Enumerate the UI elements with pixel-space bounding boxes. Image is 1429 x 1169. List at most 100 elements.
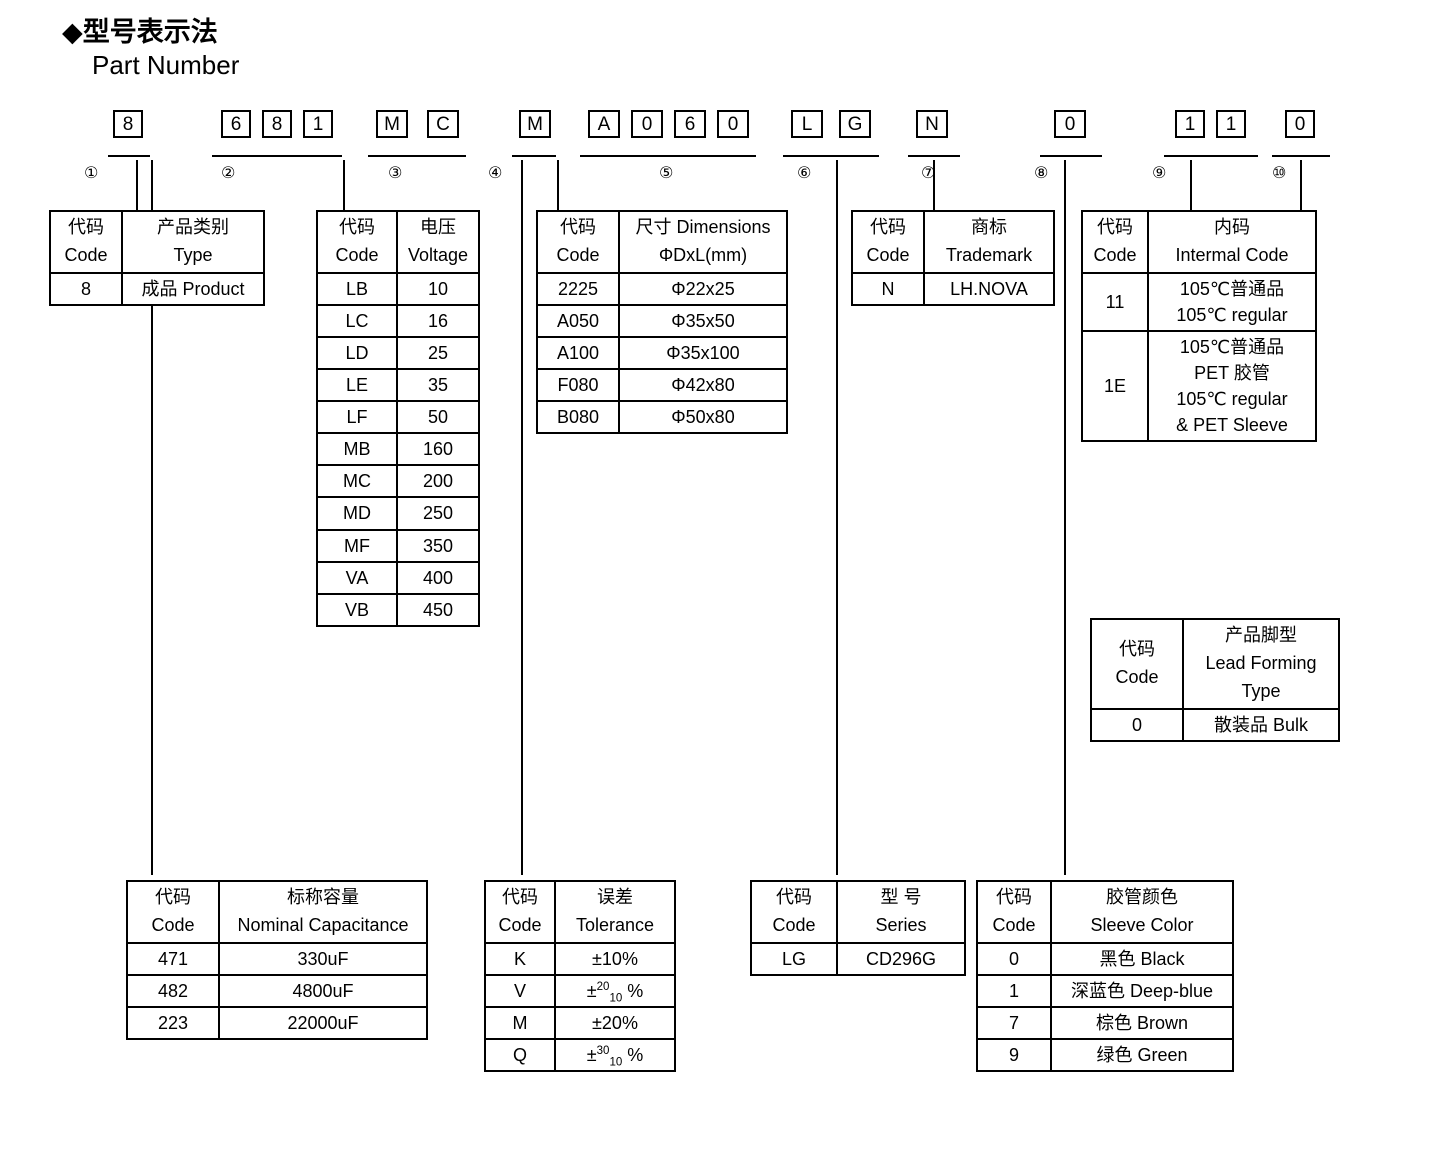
part-number-box-12[interactable]: L bbox=[791, 110, 823, 138]
index-marker-7: ⑦ bbox=[921, 165, 936, 182]
cell-code: V bbox=[484, 973, 556, 1008]
cell-value: 散装品 Bulk bbox=[1182, 707, 1340, 742]
cell-code: LE bbox=[316, 368, 398, 403]
bracket-10 bbox=[1272, 155, 1330, 157]
table-row-header: 代码 Code 电压 Voltage bbox=[316, 210, 480, 274]
header-sleeve-color: 胶管颜色 Sleeve Color bbox=[1050, 880, 1234, 944]
cell-value: 105℃普通品 105℃ regular bbox=[1147, 271, 1317, 332]
table-series: 代码 Code 型 号 Series LG CD296G bbox=[750, 880, 966, 976]
part-number-box-4[interactable]: 1 bbox=[303, 110, 333, 138]
table-trademark: 代码 Code 商标 Trademark N LH.NOVA bbox=[851, 210, 1055, 306]
cell-value: Φ35x50 bbox=[618, 303, 788, 338]
cell-code: 2225 bbox=[536, 271, 620, 306]
bracket-4 bbox=[512, 155, 556, 157]
cell-code: 8 bbox=[49, 271, 123, 306]
header-internal-code: 内码 Intermal Code bbox=[1147, 210, 1317, 274]
header-series: 型 号 Series bbox=[836, 880, 966, 944]
cell-value: LH.NOVA bbox=[923, 271, 1055, 306]
cell-value: 22000uF bbox=[218, 1005, 428, 1041]
leader-line-2 bbox=[151, 160, 153, 875]
index-marker-10: ⑩ bbox=[1272, 165, 1287, 182]
leader-line-3 bbox=[343, 160, 345, 210]
cell-value: 400 bbox=[396, 560, 480, 595]
part-number-box-17[interactable]: 1 bbox=[1216, 110, 1246, 138]
part-number-box-15[interactable]: 0 bbox=[1054, 110, 1086, 138]
table-row: LG CD296G bbox=[750, 941, 966, 976]
bracket-8 bbox=[1040, 155, 1102, 157]
part-number-box-18[interactable]: 0 bbox=[1285, 110, 1315, 138]
part-number-box-5[interactable]: M bbox=[376, 110, 408, 138]
part-number-box-7[interactable]: M bbox=[519, 110, 551, 138]
table-row: 11 105℃普通品 105℃ regular bbox=[1081, 271, 1317, 332]
part-number-box-13[interactable]: G bbox=[839, 110, 871, 138]
header-code: 代码 Code bbox=[316, 210, 398, 274]
cell-value: ±20% bbox=[554, 1005, 676, 1041]
cell-code: 0 bbox=[976, 941, 1052, 976]
leader-line-4 bbox=[521, 160, 523, 875]
leader-line-7 bbox=[933, 160, 935, 210]
part-number-box-14[interactable]: N bbox=[916, 110, 948, 138]
part-number-box-10[interactable]: 6 bbox=[674, 110, 706, 138]
cell-code: 223 bbox=[126, 1005, 220, 1041]
cell-value: ±10% bbox=[554, 941, 676, 976]
cell-value: 棕色 Brown bbox=[1050, 1005, 1234, 1041]
index-marker-6: ⑥ bbox=[797, 165, 812, 182]
header-code: 代码 Code bbox=[1090, 618, 1184, 710]
header-trademark: 商标 Trademark bbox=[923, 210, 1055, 274]
tolerance-sup: 30 bbox=[596, 1045, 610, 1058]
header-code: 代码 Code bbox=[750, 880, 838, 944]
table-row-header: 代码 Code 型 号 Series bbox=[750, 880, 966, 944]
part-number-box-6[interactable]: C bbox=[427, 110, 459, 138]
part-number-box-9[interactable]: 0 bbox=[631, 110, 663, 138]
leader-line-6 bbox=[836, 160, 838, 875]
table-row-header: 代码 Code 标称容量 Nominal Capacitance bbox=[126, 880, 428, 944]
page-title-cn: ◆型号表示法 bbox=[62, 17, 218, 47]
cell-value: 成品 Product bbox=[121, 271, 265, 306]
bracket-6 bbox=[783, 155, 879, 157]
cell-value: 35 bbox=[396, 368, 480, 403]
part-number-box-16[interactable]: 1 bbox=[1175, 110, 1205, 138]
table-row-header: 代码 Code 产品类别 Type bbox=[49, 210, 265, 274]
cell-code: 482 bbox=[126, 973, 220, 1008]
cell-value: 绿色 Green bbox=[1050, 1038, 1234, 1073]
part-number-box-3[interactable]: 8 bbox=[262, 110, 292, 138]
part-number-box-11[interactable]: 0 bbox=[717, 110, 749, 138]
tolerance-sub: 10 bbox=[609, 992, 623, 1005]
cell-value: 450 bbox=[396, 592, 480, 627]
cell-code: 1 bbox=[976, 973, 1052, 1008]
header-code: 代码 Code bbox=[536, 210, 620, 274]
table-row: N LH.NOVA bbox=[851, 271, 1055, 306]
bracket-5 bbox=[580, 155, 756, 157]
cell-value: 350 bbox=[396, 528, 480, 563]
cell-value: 16 bbox=[396, 303, 480, 338]
table-row: 8 成品 Product bbox=[49, 271, 265, 306]
cell-code: LF bbox=[316, 400, 398, 435]
cell-code: MD bbox=[316, 496, 398, 531]
leader-line-8 bbox=[1064, 160, 1066, 875]
part-number-box-1[interactable]: 8 bbox=[113, 110, 143, 138]
cell-value: ±3010 % bbox=[554, 1038, 676, 1073]
cell-code: F080 bbox=[536, 368, 620, 403]
part-number-box-2[interactable]: 6 bbox=[221, 110, 251, 138]
cell-code: K bbox=[484, 941, 556, 976]
part-number-box-8[interactable]: A bbox=[588, 110, 620, 138]
bracket-7 bbox=[908, 155, 960, 157]
header-type: 产品类别 Type bbox=[121, 210, 265, 274]
table-row-header: 代码 Code 胶管颜色 Sleeve Color bbox=[976, 880, 1234, 944]
header-code: 代码 Code bbox=[851, 210, 925, 274]
table-row: Q ±3010 % bbox=[484, 1038, 676, 1073]
cell-value: Φ35x100 bbox=[618, 335, 788, 371]
cell-code: VA bbox=[316, 560, 398, 595]
